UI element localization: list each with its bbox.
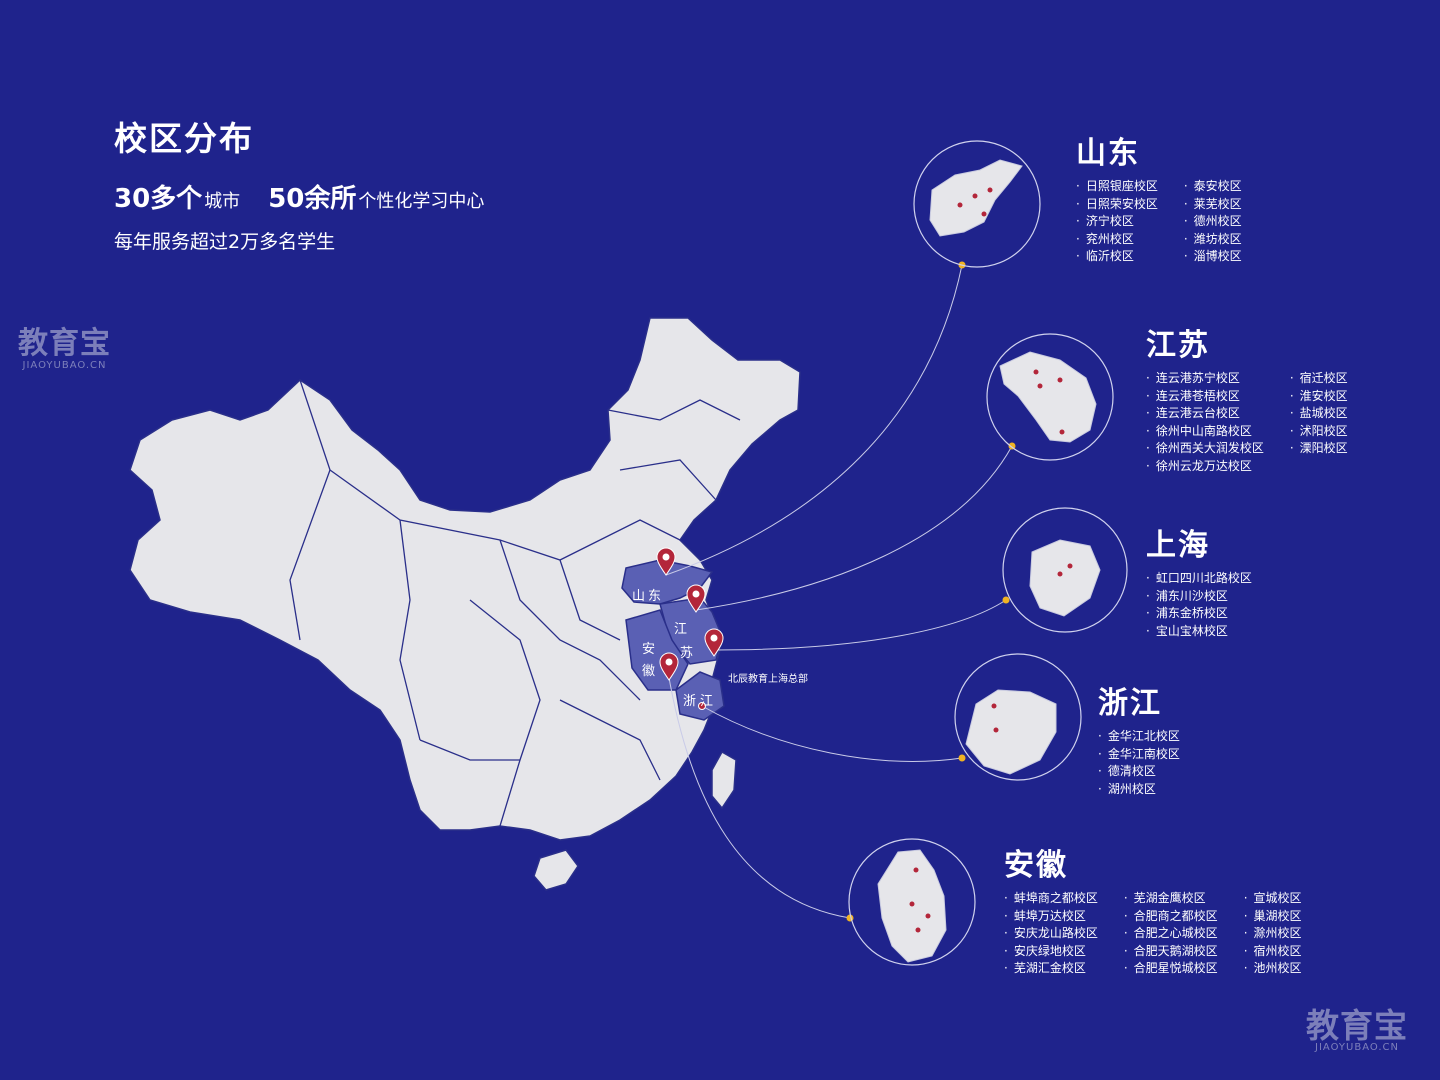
province-title: 浙江	[1098, 686, 1162, 721]
campus-item: 池州校区	[1244, 960, 1302, 978]
map-label-su: 苏	[680, 646, 694, 661]
campus-item: 淄博校区	[1184, 248, 1242, 266]
campus-item: 淮安校区	[1290, 388, 1348, 406]
campus-item: 巢湖校区	[1244, 908, 1302, 926]
mini-map-shanghai	[1029, 539, 1101, 617]
mini-pins	[909, 187, 1073, 933]
map-label-zhe: 浙	[683, 694, 697, 709]
campus-item: 芜湖汇金校区	[1004, 960, 1098, 978]
campus-item: 芜湖金鹰校区	[1124, 890, 1218, 908]
campus-item: 泰安校区	[1184, 178, 1242, 196]
campus-item: 安庆绿地校区	[1004, 943, 1098, 961]
province-zhejiang: 浙江 金华江北校区 金华江南校区 德清校区 湖州校区	[1098, 678, 1180, 798]
campus-item: 溧阳校区	[1290, 440, 1348, 458]
header: 校区分布 30多个 城市 50余所 个性化学习中心 每年服务超过2万多名学生	[114, 112, 484, 254]
pin-shandong	[656, 547, 676, 576]
campus-item: 沭阳校区	[1290, 423, 1348, 441]
map-label-shan: 山	[632, 589, 646, 604]
campus-item: 连云港云台校区	[1146, 405, 1264, 423]
campus-item: 宿迁校区	[1290, 370, 1348, 388]
campus-item: 虹口四川北路校区	[1146, 570, 1252, 588]
pin-zhejiang	[698, 702, 706, 710]
campus-item: 蚌埠商之都校区	[1004, 890, 1098, 908]
province-title: 山东	[1076, 136, 1140, 171]
campus-item: 徐州西关大润发校区	[1146, 440, 1264, 458]
province-title: 江苏	[1146, 328, 1210, 363]
campus-item: 合肥商之都校区	[1124, 908, 1218, 926]
campus-item: 宿州校区	[1244, 943, 1302, 961]
province-shandong: 山东 日照银座校区 日照荣安校区 济宁校区 兖州校区 临沂校区 泰安校区 莱芜校…	[1076, 128, 1242, 266]
mini-maps	[877, 159, 1101, 963]
page-title: 校区分布	[114, 119, 254, 158]
campus-item: 日照荣安校区	[1076, 196, 1158, 214]
map-label-hui: 徽	[642, 664, 656, 679]
watermark-logo-right: 教育宝 JIAOYUBAO.CN	[1306, 1006, 1408, 1053]
connector-lines	[665, 264, 1013, 919]
pin-jiangsu	[686, 584, 706, 613]
connector-dots	[846, 261, 1016, 922]
mini-map-jiangsu	[999, 351, 1097, 443]
province-shanghai: 上海 虹口四川北路校区 浦东川沙校区 浦东金桥校区 宝山宝林校区	[1146, 520, 1252, 640]
campus-item: 盐城校区	[1290, 405, 1348, 423]
campus-item: 浦东川沙校区	[1146, 588, 1252, 606]
center-count: 50余所	[268, 184, 357, 214]
students-line: 每年服务超过2万多名学生	[114, 231, 336, 253]
campus-item: 湖州校区	[1098, 781, 1180, 799]
taiwan-island	[711, 750, 737, 810]
province-title: 安徽	[1004, 848, 1068, 883]
campus-item: 临沂校区	[1076, 248, 1158, 266]
campus-item: 德清校区	[1098, 763, 1180, 781]
campus-item: 宣城校区	[1244, 890, 1302, 908]
campus-item: 蚌埠万达校区	[1004, 908, 1098, 926]
campus-item: 安庆龙山路校区	[1004, 925, 1098, 943]
pin-shanghai-hq	[704, 628, 724, 657]
city-count: 30多个	[114, 184, 203, 214]
campus-item: 金华江北校区	[1098, 728, 1180, 746]
campus-item: 德州校区	[1184, 213, 1242, 231]
campus-item: 莱芜校区	[1184, 196, 1242, 214]
campus-item: 滁州校区	[1244, 925, 1302, 943]
stats-line: 30多个 城市 50余所 个性化学习中心	[114, 178, 484, 215]
hainan-island	[533, 849, 579, 891]
province-title: 上海	[1146, 528, 1210, 563]
pin-anhui	[659, 652, 679, 681]
center-unit: 个性化学习中心	[358, 191, 485, 212]
province-jiangsu: 江苏 连云港苏宁校区 连云港苍梧校区 连云港云台校区 徐州中山南路校区 徐州西关…	[1146, 320, 1348, 475]
province-circles	[848, 140, 1128, 966]
hq-label: 北辰教育上海总部	[728, 674, 808, 685]
campus-item: 合肥之心城校区	[1124, 925, 1218, 943]
watermark-logo-left: 教育宝 JIAOYUBAO.CN	[18, 326, 111, 372]
province-anhui: 安徽 蚌埠商之都校区 蚌埠万达校区 安庆龙山路校区 安庆绿地校区 芜湖汇金校区 …	[1004, 840, 1302, 978]
campus-item: 宝山宝林校区	[1146, 623, 1252, 641]
campus-item: 兖州校区	[1076, 231, 1158, 249]
map-label-jiang2: 江	[700, 694, 714, 709]
campus-item: 连云港苏宁校区	[1146, 370, 1264, 388]
china-land	[129, 317, 801, 841]
campus-item: 合肥星悦城校区	[1124, 960, 1218, 978]
campus-item: 徐州中山南路校区	[1146, 423, 1264, 441]
map-pins	[656, 547, 724, 710]
campus-item: 合肥天鹅湖校区	[1124, 943, 1218, 961]
campus-item: 金华江南校区	[1098, 746, 1180, 764]
campus-item: 济宁校区	[1076, 213, 1158, 231]
map-label-an: 安	[642, 642, 656, 657]
campus-item: 潍坊校区	[1184, 231, 1242, 249]
city-unit: 城市	[204, 191, 241, 212]
zhejiang-region	[675, 671, 725, 721]
campus-item: 连云港苍梧校区	[1146, 388, 1264, 406]
campus-item: 徐州云龙万达校区	[1146, 458, 1264, 476]
map-label-dong: 东	[648, 589, 662, 604]
campus-item: 日照银座校区	[1076, 178, 1158, 196]
map-label-jiang: 江	[674, 622, 688, 637]
province-borders	[289, 379, 741, 827]
mini-map-zhejiang	[965, 689, 1057, 775]
campus-item: 浦东金桥校区	[1146, 605, 1252, 623]
